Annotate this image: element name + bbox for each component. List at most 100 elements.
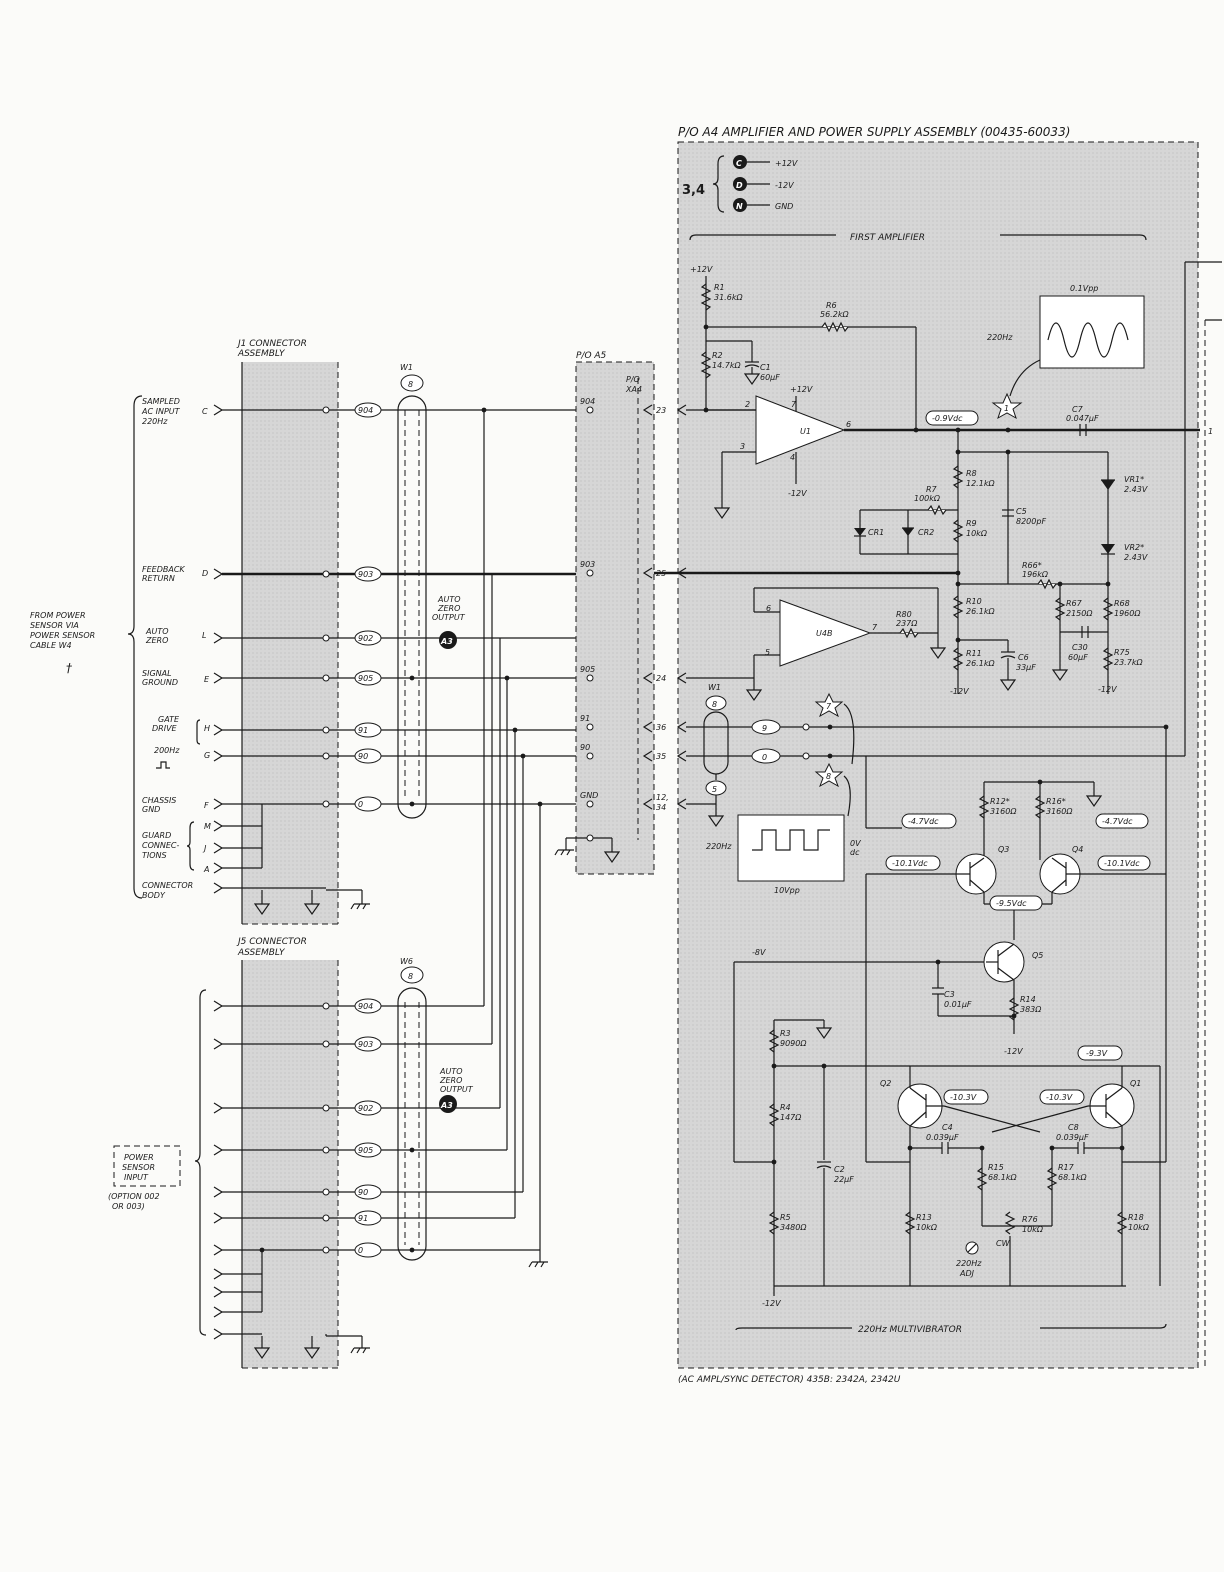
svg-text:-10.3V: -10.3V <box>1046 1093 1073 1102</box>
svg-text:A3: A3 <box>440 637 453 646</box>
cable-w1 <box>397 395 427 819</box>
multivibrator: R3 9090Ω R4 147Ω C2 22µF R5 3480Ω -12V Q… <box>734 1019 1166 1308</box>
svg-text:CW: CW <box>996 1239 1011 1248</box>
svg-text:8: 8 <box>408 380 413 389</box>
svg-text:905: 905 <box>358 1146 373 1155</box>
svg-text:R66*: R66* <box>1022 561 1042 570</box>
svg-text:+12V: +12V <box>790 385 813 394</box>
j1-pin-row: FEEDBACK RETURN D <box>142 565 208 583</box>
j1-pin-row: SIGNAL GROUND E <box>142 669 210 687</box>
test-point-1: 1 <box>991 392 1023 420</box>
svg-text:C: C <box>202 407 208 416</box>
svg-text:XA4: XA4 <box>625 385 642 394</box>
svg-text:ZERO: ZERO <box>437 604 460 613</box>
svg-text:-8V: -8V <box>752 948 766 957</box>
svg-text:8: 8 <box>826 772 831 781</box>
svg-text:Q4: Q4 <box>1072 845 1083 854</box>
svg-text:R67: R67 <box>1066 599 1083 608</box>
svg-text:-4.7Vdc: -4.7Vdc <box>1102 817 1133 826</box>
svg-text:-10.1Vdc: -10.1Vdc <box>892 859 928 868</box>
svg-text:903: 903 <box>358 1040 373 1049</box>
transistor-q5-icon <box>983 941 1025 983</box>
svg-text:26.1kΩ: 26.1kΩ <box>966 659 995 668</box>
svg-text:5: 5 <box>765 648 770 657</box>
svg-text:-9.5Vdc: -9.5Vdc <box>996 899 1027 908</box>
svg-text:903: 903 <box>358 570 373 579</box>
guard-connections: GUARD CONNEC- TIONS M J A CONNECTOR BODY <box>142 821 211 900</box>
svg-text:R16*: R16* <box>1046 797 1066 806</box>
guard-pin <box>213 820 262 832</box>
svg-text:C2: C2 <box>834 1165 845 1174</box>
svg-text:7: 7 <box>791 400 797 409</box>
j1-wire-row: 902 <box>213 630 576 646</box>
svg-text:904: 904 <box>358 406 373 415</box>
q5-stage: -8V Q5 C3 0.01µF R14 383Ω -12V <box>733 941 1043 1162</box>
j1-wire-row: 91 <box>213 722 576 738</box>
svg-text:56.2kΩ: 56.2kΩ <box>820 310 849 319</box>
q3-q4-stage: R12* 3160Ω R16* 3160Ω -4.7Vdc -4.7Vdc Q3… <box>865 779 1166 1162</box>
svg-text:8: 8 <box>408 972 413 981</box>
svg-text:INPUT: INPUT <box>124 1173 149 1182</box>
svg-text:Q3: Q3 <box>998 845 1009 854</box>
j1-wire-row: 903 <box>213 566 576 582</box>
svg-text:R5: R5 <box>780 1213 791 1222</box>
j5-wire-row: 0 <box>213 1242 382 1258</box>
svg-text:905: 905 <box>358 674 373 683</box>
svg-text:12.1kΩ: 12.1kΩ <box>966 479 995 488</box>
svg-text:90: 90 <box>580 743 590 752</box>
svg-text:14.7kΩ: 14.7kΩ <box>712 361 741 370</box>
svg-text:0V: 0V <box>850 839 861 848</box>
svg-text:W6: W6 <box>400 957 413 966</box>
svg-text:CR1: CR1 <box>868 528 884 537</box>
ref-a3-icon <box>439 1095 457 1113</box>
svg-text:C1: C1 <box>760 363 771 372</box>
j1-pin-row: GATE DRIVE H <box>152 715 210 745</box>
cable-w1-tag <box>400 374 424 392</box>
svg-text:147Ω: 147Ω <box>780 1113 802 1122</box>
svg-text:N: N <box>736 202 743 211</box>
svg-text:C4: C4 <box>942 1123 953 1132</box>
svg-text:34: 34 <box>656 803 666 812</box>
svg-text:C3: C3 <box>944 990 955 999</box>
j1-pin-row: CHASSIS GND F <box>142 796 209 814</box>
svg-text:8: 8 <box>712 700 717 709</box>
svg-text:904: 904 <box>580 397 595 406</box>
svg-text:91: 91 <box>580 714 590 723</box>
svg-text:R7: R7 <box>926 485 938 494</box>
svg-text:+12V: +12V <box>775 159 798 168</box>
svg-text:ADJ: ADJ <box>959 1269 975 1278</box>
j1-wire-row: 904 <box>213 402 576 418</box>
svg-text:3: 3 <box>740 442 745 451</box>
svg-text:+12V: +12V <box>690 265 713 274</box>
j1-pin-row: AUTO ZERO L <box>145 627 206 645</box>
svg-text:DRIVE: DRIVE <box>152 724 178 733</box>
j1-pin-row: SAMPLED AC INPUT 220Hz C <box>141 397 208 426</box>
svg-text:VR2*: VR2* <box>1124 543 1144 552</box>
svg-text:-10.3V: -10.3V <box>950 1093 977 1102</box>
svg-text:R75: R75 <box>1114 648 1130 657</box>
svg-text:0: 0 <box>762 753 767 762</box>
svg-text:R68: R68 <box>1114 599 1130 608</box>
svg-text:35: 35 <box>656 752 666 761</box>
svg-text:FROM POWER: FROM POWER <box>30 611 86 620</box>
svg-text:POWER: POWER <box>124 1153 154 1162</box>
svg-text:10kΩ: 10kΩ <box>1022 1225 1044 1234</box>
svg-text:†: † <box>66 661 73 675</box>
svg-text:22µF: 22µF <box>834 1175 854 1184</box>
svg-text:FEEDBACK: FEEDBACK <box>142 565 185 574</box>
svg-text:W1: W1 <box>400 363 413 372</box>
cable-w6 <box>397 987 427 1261</box>
svg-text:SIGNAL: SIGNAL <box>142 669 172 678</box>
svg-text:-4.7Vdc: -4.7Vdc <box>908 817 939 826</box>
legend-d-icon <box>733 177 747 191</box>
svg-text:1: 1 <box>1208 427 1213 436</box>
svg-text:C: C <box>736 159 742 168</box>
power-legend: 3,4 C +12V D -12V N GND <box>682 155 798 213</box>
svg-text:D: D <box>202 569 208 578</box>
svg-text:G: G <box>204 751 210 760</box>
svg-text:CONNEC-: CONNEC- <box>142 841 179 850</box>
svg-text:P/O: P/O <box>626 375 640 384</box>
svg-text:ASSEMBLY: ASSEMBLY <box>237 349 286 359</box>
legend-n-icon <box>733 198 747 212</box>
